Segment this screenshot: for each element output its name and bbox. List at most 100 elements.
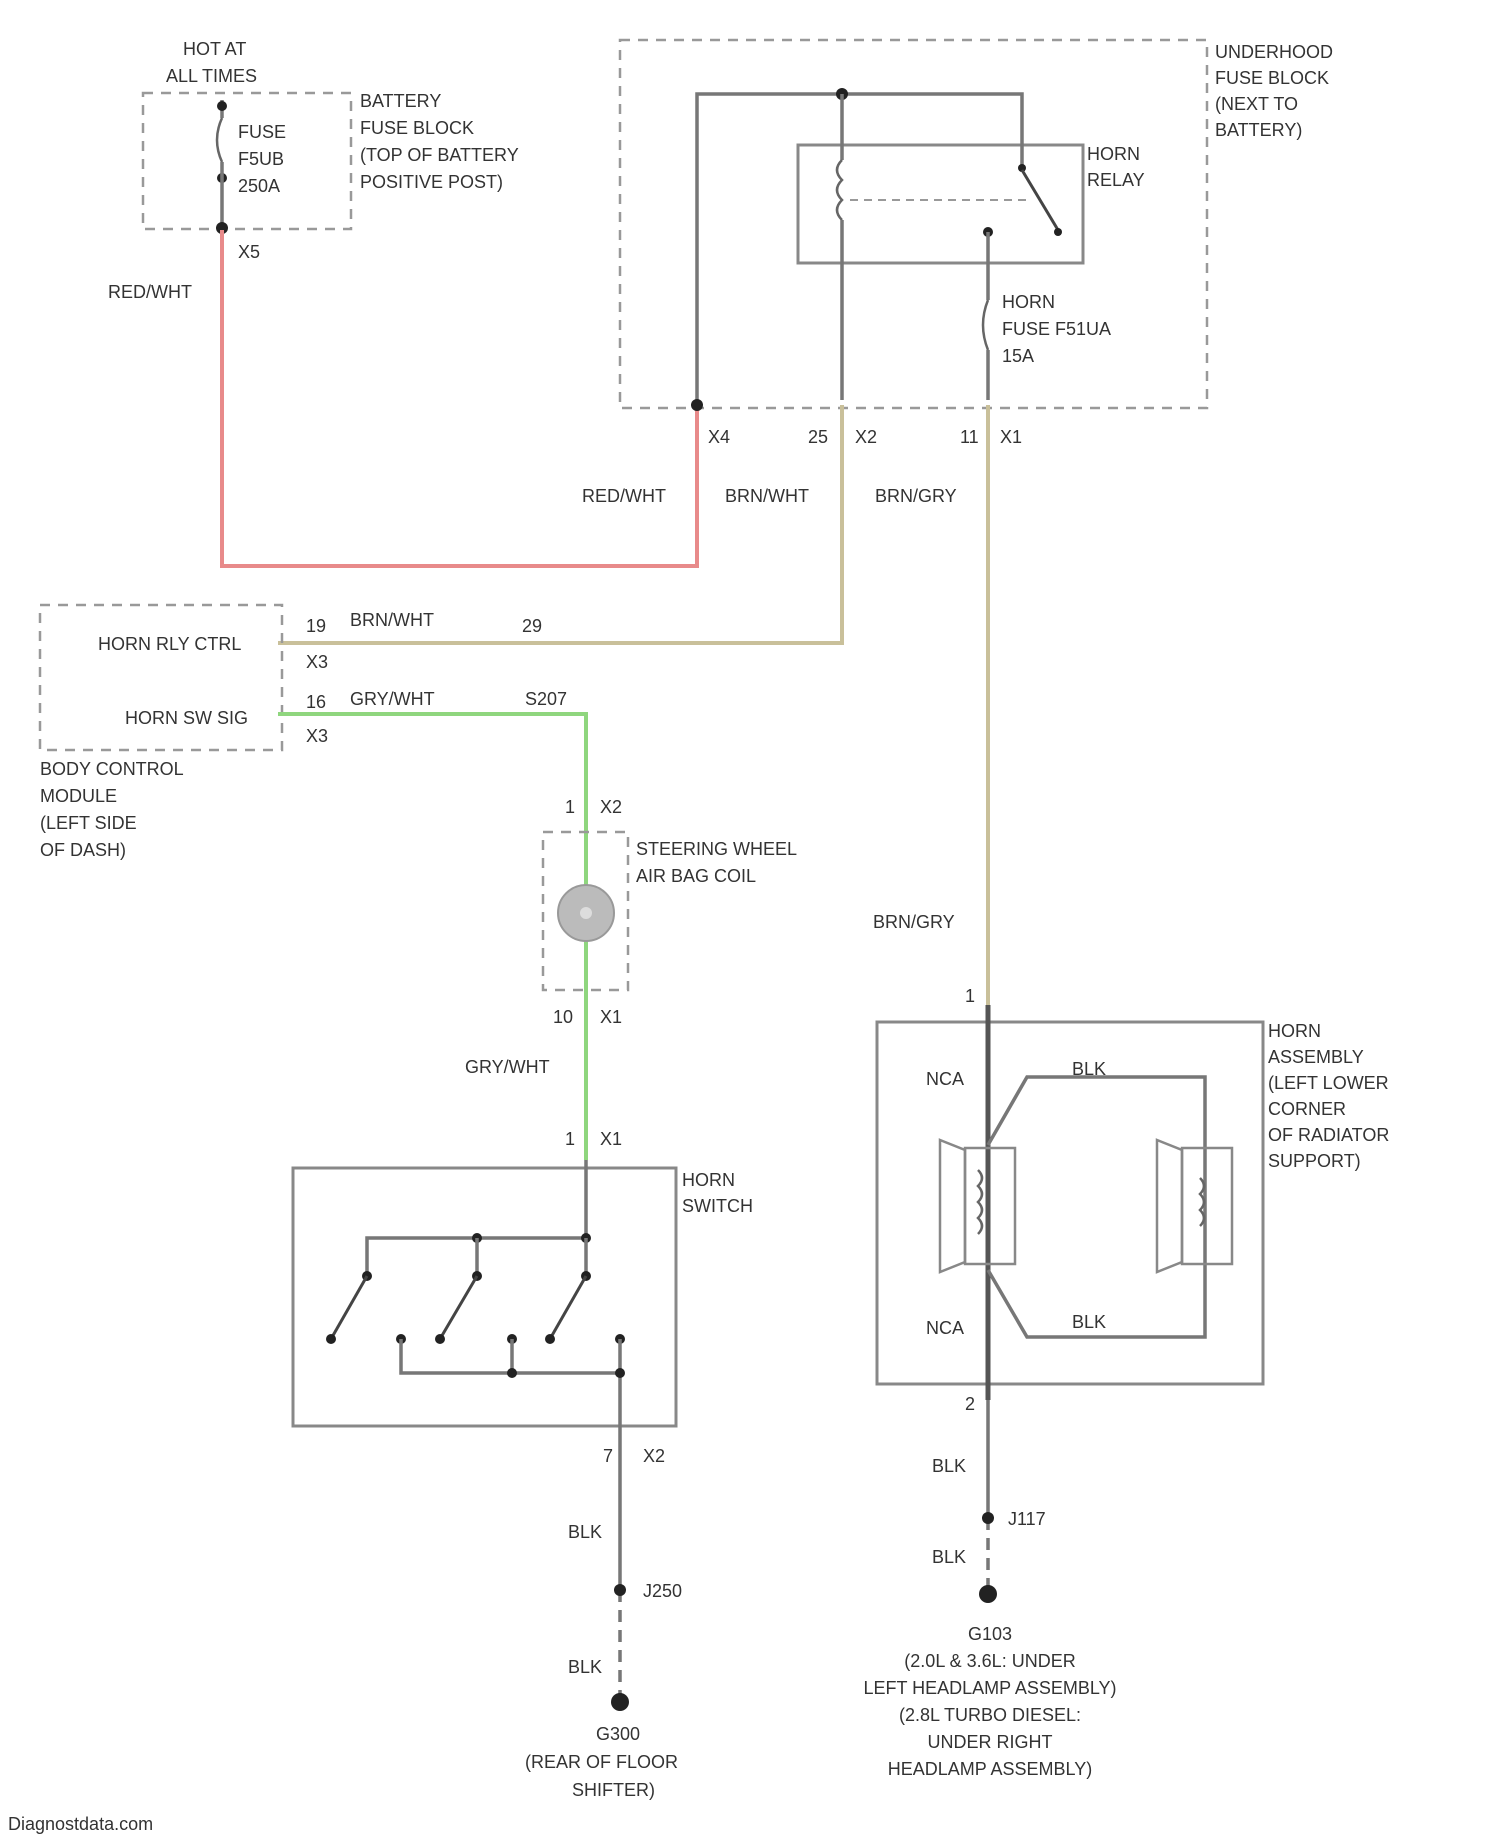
- contact-a2: [326, 1334, 336, 1344]
- coil-pin-x1: X1: [600, 1007, 622, 1027]
- splice-j250-node: [614, 1584, 626, 1596]
- bcm-pin-16: 16: [306, 692, 326, 712]
- relay-switch-icon: [1022, 170, 1058, 230]
- bcm-label-4: OF DASH): [40, 840, 126, 860]
- horn-speaker-right-icon: [1157, 1140, 1182, 1272]
- horn-switch-label-2: SWITCH: [682, 1196, 753, 1216]
- horn-switch-b-icon: [440, 1276, 477, 1339]
- bcm-box: [40, 605, 282, 750]
- wire-blk-3: BLK: [932, 1456, 966, 1476]
- hot-at-all-times-2: ALL TIMES: [166, 66, 257, 86]
- horn-speaker-left-icon: [940, 1140, 965, 1272]
- splice-j117: J117: [1008, 1509, 1046, 1529]
- bcm-label-2: MODULE: [40, 786, 117, 806]
- bcm-pin-19: 19: [306, 616, 326, 636]
- coil-label-2: AIR BAG COIL: [636, 866, 756, 886]
- pin-x4-node: [691, 399, 703, 411]
- underhood-bus: [697, 94, 1022, 405]
- switch-node-f: [615, 1368, 625, 1378]
- wire-gry-wht-bcm: GRY/WHT: [350, 689, 435, 709]
- horn-blk-bot: BLK: [1072, 1312, 1106, 1332]
- ground-left-3: SHIFTER): [572, 1780, 655, 1800]
- horn-assembly-1: HORN: [1268, 1021, 1321, 1041]
- underhood-label-2: FUSE BLOCK: [1215, 68, 1329, 88]
- bcm-pin-x3a: X3: [306, 652, 328, 672]
- battery-fuse-block-3: (TOP OF BATTERY: [360, 145, 519, 165]
- horn-assembly-5: OF RADIATOR: [1268, 1125, 1389, 1145]
- horn-pin-1: 1: [965, 986, 975, 1006]
- battery-fuse-block-1: BATTERY: [360, 91, 441, 111]
- watermark: Diagnostdata.com: [8, 1814, 153, 1834]
- underhood-label-4: BATTERY): [1215, 120, 1302, 140]
- relay-contact-2: [1054, 228, 1062, 236]
- bcm-horn-sw: HORN SW SIG: [125, 708, 248, 728]
- horn-assembly-2: ASSEMBLY: [1268, 1047, 1364, 1067]
- bcm-horn-rly: HORN RLY CTRL: [98, 634, 241, 654]
- battery-fuse-block-2: FUSE BLOCK: [360, 118, 474, 138]
- ground-left-2: (REAR OF FLOOR: [525, 1752, 678, 1772]
- splice-j250: J250: [643, 1581, 682, 1601]
- wire-brn-wht-bcm: BRN/WHT: [350, 610, 434, 630]
- coil-pin-1: 1: [565, 797, 575, 817]
- splice-s207: S207: [525, 689, 567, 709]
- fuse-node-top: [217, 101, 227, 111]
- underhood-label-3: (NEXT TO: [1215, 94, 1298, 114]
- sw-pin-x1: X1: [600, 1129, 622, 1149]
- battery-fuse-3: 250A: [238, 176, 280, 196]
- horn-nca-top: NCA: [926, 1069, 964, 1089]
- coil-pin-x2: X2: [600, 797, 622, 817]
- wire-brn-gry-top: BRN/GRY: [875, 486, 957, 506]
- horn-relay-label-2: RELAY: [1087, 170, 1145, 190]
- battery-fuse-1: FUSE: [238, 122, 286, 142]
- bcm-label-1: BODY CONTROL: [40, 759, 184, 779]
- horn-left-coil-icon: [978, 1170, 982, 1234]
- ground-g103-icon: [979, 1585, 997, 1603]
- battery-fuse-2: F5UB: [238, 149, 284, 169]
- horn-assembly-4: CORNER: [1268, 1099, 1346, 1119]
- relay-coil-icon: [837, 160, 842, 220]
- ground-right-5: UNDER RIGHT: [928, 1732, 1053, 1752]
- horn-fuse-2: FUSE F51UA: [1002, 319, 1111, 339]
- wire-red-white-1: RED/WHT: [108, 282, 192, 302]
- red-white-wire: [222, 230, 697, 566]
- clockspring-hub: [580, 907, 592, 919]
- horn-switch-a-icon: [331, 1276, 367, 1339]
- bcm-pin-x3b: X3: [306, 726, 328, 746]
- horn-nca-bot: NCA: [926, 1318, 964, 1338]
- ground-right-2: (2.0L & 3.6L: UNDER: [904, 1651, 1075, 1671]
- wire-brn-wht-top: BRN/WHT: [725, 486, 809, 506]
- horn-right-coil-icon: [1200, 1178, 1204, 1226]
- splice-29: 29: [522, 616, 542, 636]
- ground-left-1: G300: [596, 1724, 640, 1744]
- coil-pin-10: 10: [553, 1007, 573, 1027]
- fuse-element-icon: [217, 118, 222, 162]
- pin-25: 25: [808, 427, 828, 447]
- horn-fuse-icon: [983, 300, 988, 350]
- sw-pin-x2: X2: [643, 1446, 665, 1466]
- bcm-label-3: (LEFT SIDE: [40, 813, 137, 833]
- contact-c2: [545, 1334, 555, 1344]
- battery-fuse-block-4: POSITIVE POST): [360, 172, 503, 192]
- ground-g300-icon: [611, 1693, 629, 1711]
- wire-brn-gry-mid: BRN/GRY: [873, 912, 955, 932]
- horn-fuse-3: 15A: [1002, 346, 1034, 366]
- sw-pin-7: 7: [603, 1446, 613, 1466]
- horn-switch-c-icon: [550, 1276, 586, 1339]
- wire-blk-2: BLK: [568, 1657, 602, 1677]
- wire-blk-1: BLK: [568, 1522, 602, 1542]
- pin-x1-top: X1: [1000, 427, 1022, 447]
- horn-relay-ctrl-wire: [278, 405, 842, 643]
- horn-relay-label-1: HORN: [1087, 144, 1140, 164]
- splice-j117-node: [982, 1512, 994, 1524]
- horn-switch-signal-wire: [278, 714, 586, 1160]
- ground-right-6: HEADLAMP ASSEMBLY): [888, 1759, 1092, 1779]
- ground-right-3: LEFT HEADLAMP ASSEMBLY): [863, 1678, 1116, 1698]
- horn-parallel-wire: [988, 1077, 1205, 1337]
- switch-node-e: [507, 1368, 517, 1378]
- pin-x2-top: X2: [855, 427, 877, 447]
- battery-pin-x5: X5: [238, 242, 260, 262]
- wire-blk-4: BLK: [932, 1547, 966, 1567]
- contact-b2: [435, 1334, 445, 1344]
